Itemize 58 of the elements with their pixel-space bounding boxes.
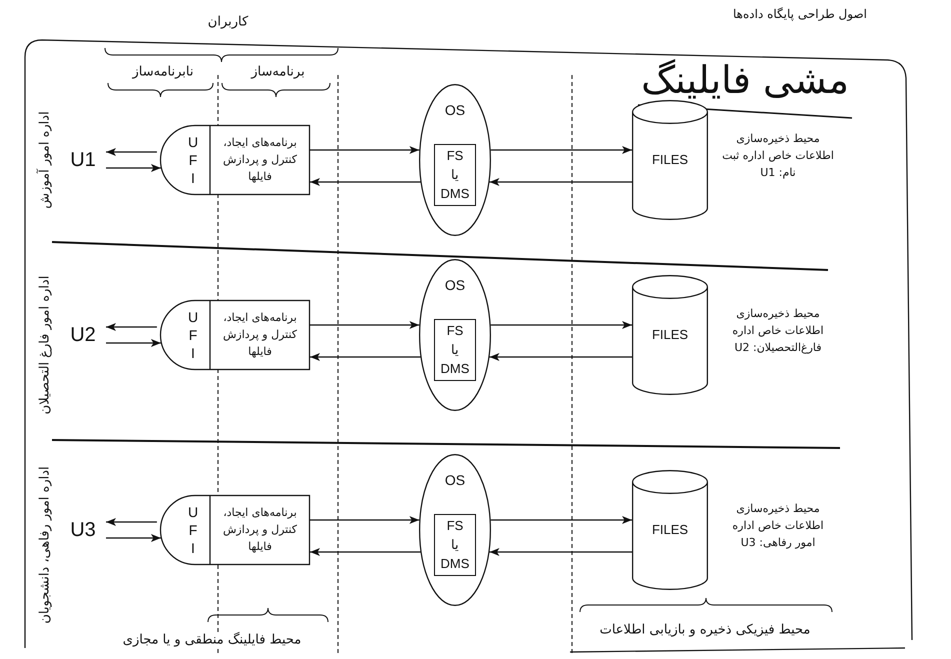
beside-text: محیط ذخیره‌سازی اطلاعات خاص اداره ثبت نام: U1 (722, 131, 834, 181)
interface-box (160, 300, 310, 370)
program-text: برنامه‌های ایجاد، کنترل و پردازش فایلها (222, 310, 298, 360)
header-text: اصول طراحی پایگاه داده‌ها (733, 7, 867, 21)
arrow (310, 178, 421, 186)
side-label: اداره امور رفاهی، دانشجویان (38, 466, 52, 624)
os-ellipse (419, 259, 491, 411)
user-label: U2 (62, 321, 104, 349)
arrow (106, 518, 157, 526)
arrow (310, 548, 421, 556)
interface-letters: U F I (186, 308, 200, 362)
beside-text: محیط ذخیره‌سازی اطلاعات خاص اداره فارغ‌التحصیلان: U2 (731, 306, 825, 356)
arrow (310, 353, 421, 361)
program-text: برنامه‌های ایجاد، کنترل و پردازش فایلها (222, 505, 298, 555)
brace-label: برنامه‌ساز (251, 64, 305, 80)
os-label: OS (444, 102, 466, 118)
arrow (106, 164, 161, 172)
os-ellipse (419, 454, 491, 606)
arrow (490, 146, 632, 154)
arrow (489, 548, 632, 556)
files-cylinder (632, 470, 708, 590)
arrow (489, 353, 632, 361)
fs-box: FS یا DMS (434, 144, 476, 206)
arrow (310, 321, 420, 329)
beside-text: محیط ذخیره‌سازی اطلاعات خاص اداره امور رفاهی: U3 (731, 501, 825, 551)
program-text: برنامه‌های ایجاد، کنترل و پردازش فایلها (222, 135, 298, 185)
brace-label: نابرنامه‌ساز (132, 64, 194, 80)
brace-label: محیط فیزیکی ذخیره و بازیابی اطلاعات (600, 622, 810, 638)
arrow (106, 323, 157, 331)
files-cylinder (632, 275, 708, 395)
title: مشی فایلینگ (641, 58, 849, 102)
arrow (310, 516, 420, 524)
brace-label: کاربران (208, 14, 248, 30)
interface-letters: U F I (186, 133, 200, 187)
os-label: OS (444, 472, 466, 488)
os-label: OS (444, 277, 466, 293)
user-label: U1 (62, 146, 104, 174)
fs-box: FS یا DMS (434, 319, 476, 381)
files-cylinder (632, 100, 708, 220)
files-label: FILES (650, 152, 690, 167)
arrow (106, 148, 157, 156)
interface-box (160, 125, 310, 195)
arrow (490, 516, 632, 524)
user-label: U3 (62, 516, 104, 544)
arrow (490, 321, 632, 329)
interface-box (160, 495, 310, 565)
arrow (106, 534, 161, 542)
side-label: اداره امور فارغ التحصیلان (38, 276, 52, 414)
files-label: FILES (650, 327, 690, 342)
side-label: اداره امور آموزش (38, 111, 52, 209)
arrow (489, 178, 632, 186)
files-label: FILES (650, 522, 690, 537)
interface-letters: U F I (186, 503, 200, 557)
os-ellipse (419, 84, 491, 236)
arrow (310, 146, 420, 154)
fs-box: FS یا DMS (434, 514, 476, 576)
arrow (106, 339, 161, 347)
brace-label: محیط فایلینگ منطقی و یا مجازی (122, 632, 302, 648)
